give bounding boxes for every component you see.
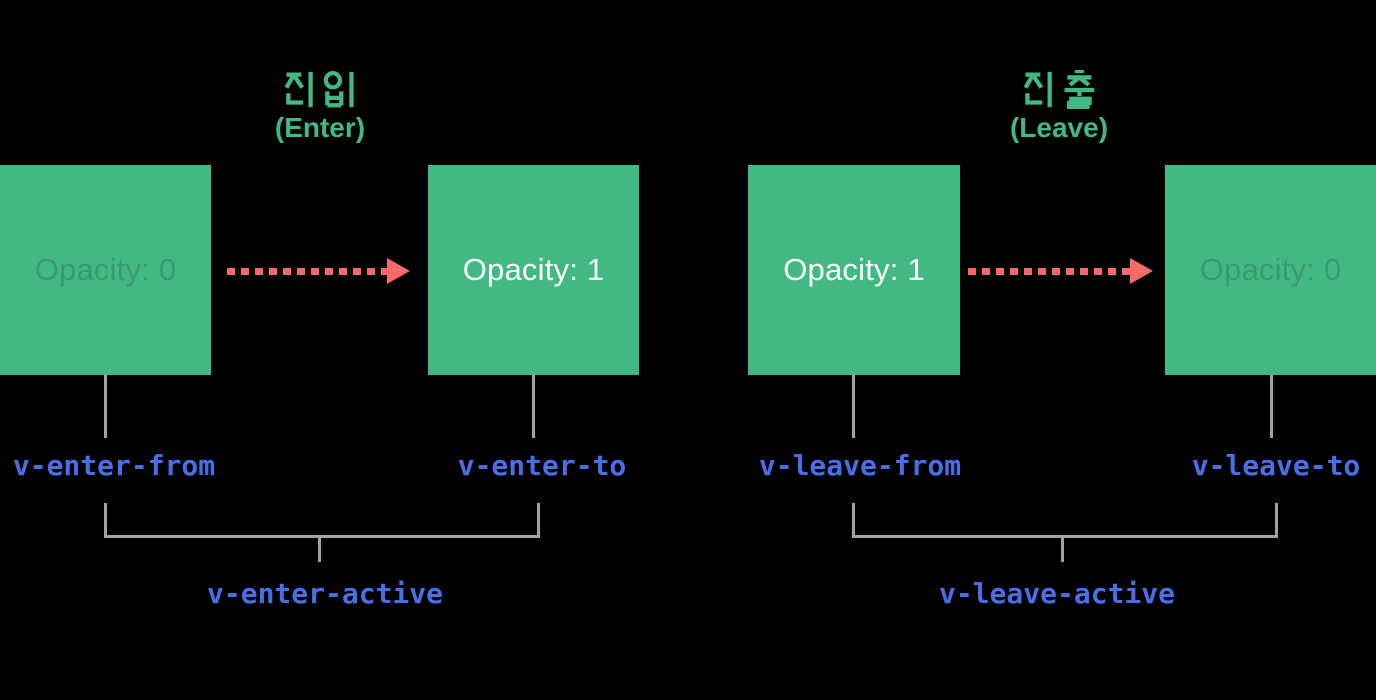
enter-title: 진입 (Enter)	[275, 70, 365, 144]
leave-to-box: Opacity: 0	[1165, 165, 1376, 375]
leave-from-class-label: v-leave-from	[758, 449, 962, 482]
enter-to-box-label: Opacity: 1	[462, 252, 605, 287]
enter-from-stem-line	[104, 375, 107, 438]
enter-to-stem-line	[532, 375, 535, 438]
enter-title-korean: 진입	[275, 70, 365, 110]
leave-title: 진출 (Leave)	[1010, 70, 1108, 144]
leave-arrow-dashes	[968, 268, 1130, 275]
leave-active-bracket-stem	[1061, 535, 1064, 562]
enter-from-box-label: Opacity: 0	[34, 252, 177, 287]
enter-to-class-label: v-enter-to	[457, 449, 627, 482]
leave-from-stem-line	[852, 375, 855, 438]
leave-arrow-head-icon	[1130, 258, 1153, 284]
hangul-jinip-glyph	[284, 71, 354, 108]
enter-active-class-label: v-enter-active	[206, 577, 444, 610]
leave-title-english: (Leave)	[1009, 112, 1109, 143]
leave-from-box: Opacity: 1	[748, 165, 960, 375]
leave-to-box-label: Opacity: 0	[1199, 252, 1342, 287]
leave-title-korean: 진출	[1010, 70, 1108, 110]
enter-from-box: Opacity: 0	[0, 165, 211, 375]
leave-to-class-label: v-leave-to	[1191, 449, 1361, 482]
leave-active-bracket	[852, 503, 1278, 538]
leave-from-box-label: Opacity: 1	[783, 252, 925, 287]
enter-title-english: (Enter)	[274, 112, 366, 143]
hangul-jinchul-glyph	[1023, 70, 1095, 109]
enter-to-box: Opacity: 1	[428, 165, 639, 375]
leave-active-class-label: v-leave-active	[938, 577, 1176, 610]
enter-arrow-head-icon	[387, 258, 410, 284]
enter-active-bracket-stem	[318, 535, 321, 562]
enter-arrow-dashes	[227, 268, 388, 275]
enter-active-bracket	[104, 503, 540, 538]
leave-to-stem-line	[1270, 375, 1273, 438]
enter-from-class-label: v-enter-from	[12, 449, 216, 482]
